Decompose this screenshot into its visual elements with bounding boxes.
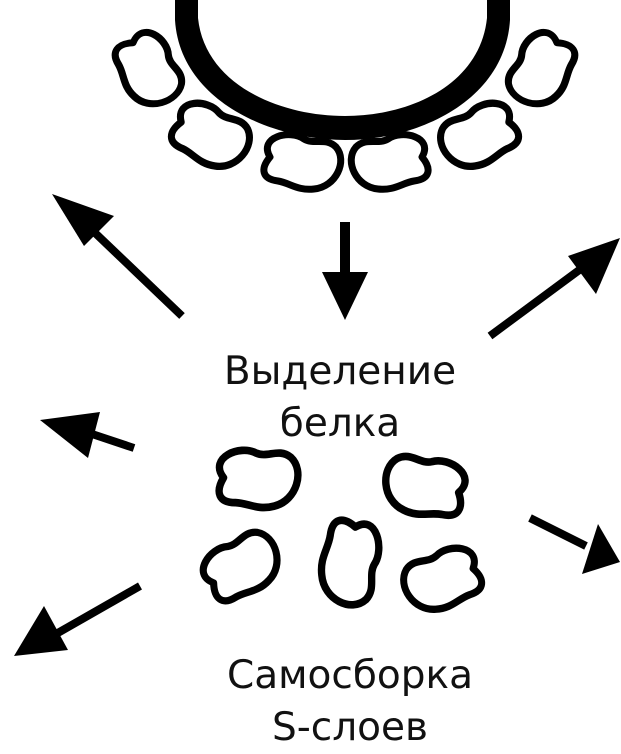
free-subunit xyxy=(399,544,485,614)
arrow-upper-left xyxy=(52,194,182,316)
arrow-left xyxy=(40,412,134,458)
self-assembly-label-line1: Самосборка xyxy=(200,650,500,702)
arrow-lower-left xyxy=(14,586,140,656)
arrow-down xyxy=(322,222,368,320)
arrow-upper-right xyxy=(490,238,620,336)
free-subunit xyxy=(321,520,378,605)
upper-subunit xyxy=(496,23,587,116)
self-assembly-label: Самосборка S-слоев xyxy=(200,650,500,754)
free-subunit xyxy=(214,443,302,514)
arrow-right xyxy=(530,518,620,574)
upper-subunit xyxy=(264,135,341,190)
secretion-label-line2: белка xyxy=(190,398,490,450)
upper-s-layer xyxy=(103,23,586,189)
secretion-label-line1: Выделение xyxy=(190,346,490,398)
upper-subunit xyxy=(351,135,428,190)
free-subunit xyxy=(377,444,473,528)
secretion-label: Выделение белка xyxy=(190,346,490,450)
free-subunit xyxy=(194,519,290,612)
self-assembly-label-line2: S-слоев xyxy=(200,702,500,754)
free-subunits xyxy=(194,443,485,614)
